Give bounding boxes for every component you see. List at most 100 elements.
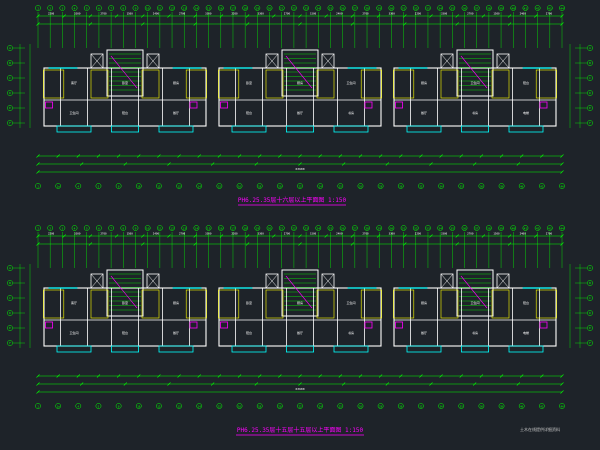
dimension-value: 2700 [284, 12, 291, 16]
side-axis-bubble [587, 45, 593, 51]
dimension-tick [298, 374, 302, 378]
dimension-value: 2200 [48, 232, 55, 236]
axis-bubble [518, 183, 525, 189]
axis-label: 37 [475, 226, 479, 230]
axis-bubble [486, 225, 492, 231]
side-axis-bubble [587, 280, 593, 286]
axis-label: 1 [37, 184, 39, 188]
axis-bubble [400, 225, 407, 231]
dimension-tick [419, 154, 423, 158]
dimension-tick [358, 374, 363, 378]
dimension-tick [298, 22, 302, 26]
axis-bubble [55, 403, 62, 409]
axis-bubble [35, 403, 41, 409]
dimension-tick [177, 374, 181, 378]
side-axis-label: B [9, 61, 11, 65]
axis-bubble [71, 225, 78, 231]
axis-bubble [397, 183, 404, 189]
balcony-glazing [56, 125, 92, 133]
dimension-tick [519, 374, 524, 378]
axis-label: 15 [218, 404, 222, 408]
room-outline [360, 289, 382, 319]
dimension-tick [385, 162, 390, 166]
dimension-value: 1500 [310, 12, 317, 16]
dimension-tick [298, 154, 302, 158]
axis-label: 4 [78, 184, 80, 188]
room-outline [141, 289, 160, 319]
axis-bubble [498, 5, 504, 11]
axis-label: 38 [487, 6, 491, 10]
axis-label: 42 [540, 404, 544, 408]
axis-label: 16 [219, 226, 223, 230]
side-axis-bubble [7, 60, 13, 66]
axis-label: 20 [278, 404, 282, 408]
dimension-tick [324, 234, 328, 238]
dimension-tick [141, 22, 145, 26]
dimension-value: 2700 [362, 232, 369, 236]
axis-label: 10 [137, 184, 141, 188]
axis-bubble [236, 403, 243, 409]
axis-label: 28 [379, 404, 383, 408]
axis-bubble [75, 183, 82, 189]
dimension-tick [36, 14, 40, 18]
axis-bubble [83, 225, 90, 231]
axis-label: 30 [399, 404, 403, 408]
axis-bubble [115, 403, 122, 409]
axis-label: 12 [157, 404, 161, 408]
axis-bubble [276, 403, 283, 409]
elevator-cross [440, 273, 454, 289]
dimension-tick [318, 374, 322, 378]
stair-core [106, 269, 144, 317]
axis-bubble [303, 5, 309, 11]
side-axis-label: C [589, 76, 591, 80]
room-outline [393, 69, 415, 99]
axis-label: 40 [511, 226, 515, 230]
dimension-tick [507, 22, 512, 26]
dimension-tick [403, 242, 407, 246]
axis-bubble [337, 183, 344, 189]
bath-fixture [45, 101, 53, 109]
room-label: 厨房 [297, 300, 303, 305]
dimension-tick [472, 162, 477, 166]
overall-dimension-value: 63600 [295, 167, 304, 171]
dimension-tick [177, 154, 181, 158]
dimension-tick [341, 162, 346, 166]
bath-fixture [189, 321, 198, 329]
axis-label: 31 [402, 6, 406, 10]
dimension-tick [507, 234, 512, 238]
dimension-tick [88, 234, 93, 238]
axis-bubble [364, 5, 370, 11]
room-label: 厨房 [173, 300, 179, 305]
dimension-tick [193, 22, 197, 26]
balcony-glazing [460, 345, 489, 353]
balcony-glazing [111, 125, 140, 133]
axis-bubble [412, 225, 419, 231]
dimension-tick [439, 154, 443, 158]
axis-bubble [397, 403, 404, 409]
axis-bubble [266, 5, 273, 11]
dimension-tick [338, 374, 343, 378]
axis-bubble [559, 403, 565, 409]
axis-bubble [364, 225, 370, 231]
axis-bubble [351, 5, 358, 11]
side-axis-bubble [587, 265, 593, 271]
bath-fixture [539, 101, 548, 109]
dimension-tick [96, 374, 101, 378]
dimension-tick [499, 374, 504, 378]
dimension-tick [245, 22, 250, 26]
axis-label: 15 [207, 226, 211, 230]
axis-bubble [388, 5, 395, 11]
room-outline [491, 289, 510, 319]
dimension-value: 3300 [389, 12, 396, 16]
axis-bubble [135, 183, 142, 189]
axis-label: 33 [426, 226, 430, 230]
stair-core [456, 49, 494, 97]
elevator-shaft [496, 53, 510, 69]
elevator-shaft [146, 273, 160, 289]
axis-label: 17 [231, 6, 235, 10]
side-axis-bubble [587, 90, 593, 96]
axis-bubble [132, 225, 139, 231]
side-axis-bubble [7, 340, 13, 346]
dimension-tick [116, 374, 121, 378]
axis-bubble [120, 225, 127, 231]
